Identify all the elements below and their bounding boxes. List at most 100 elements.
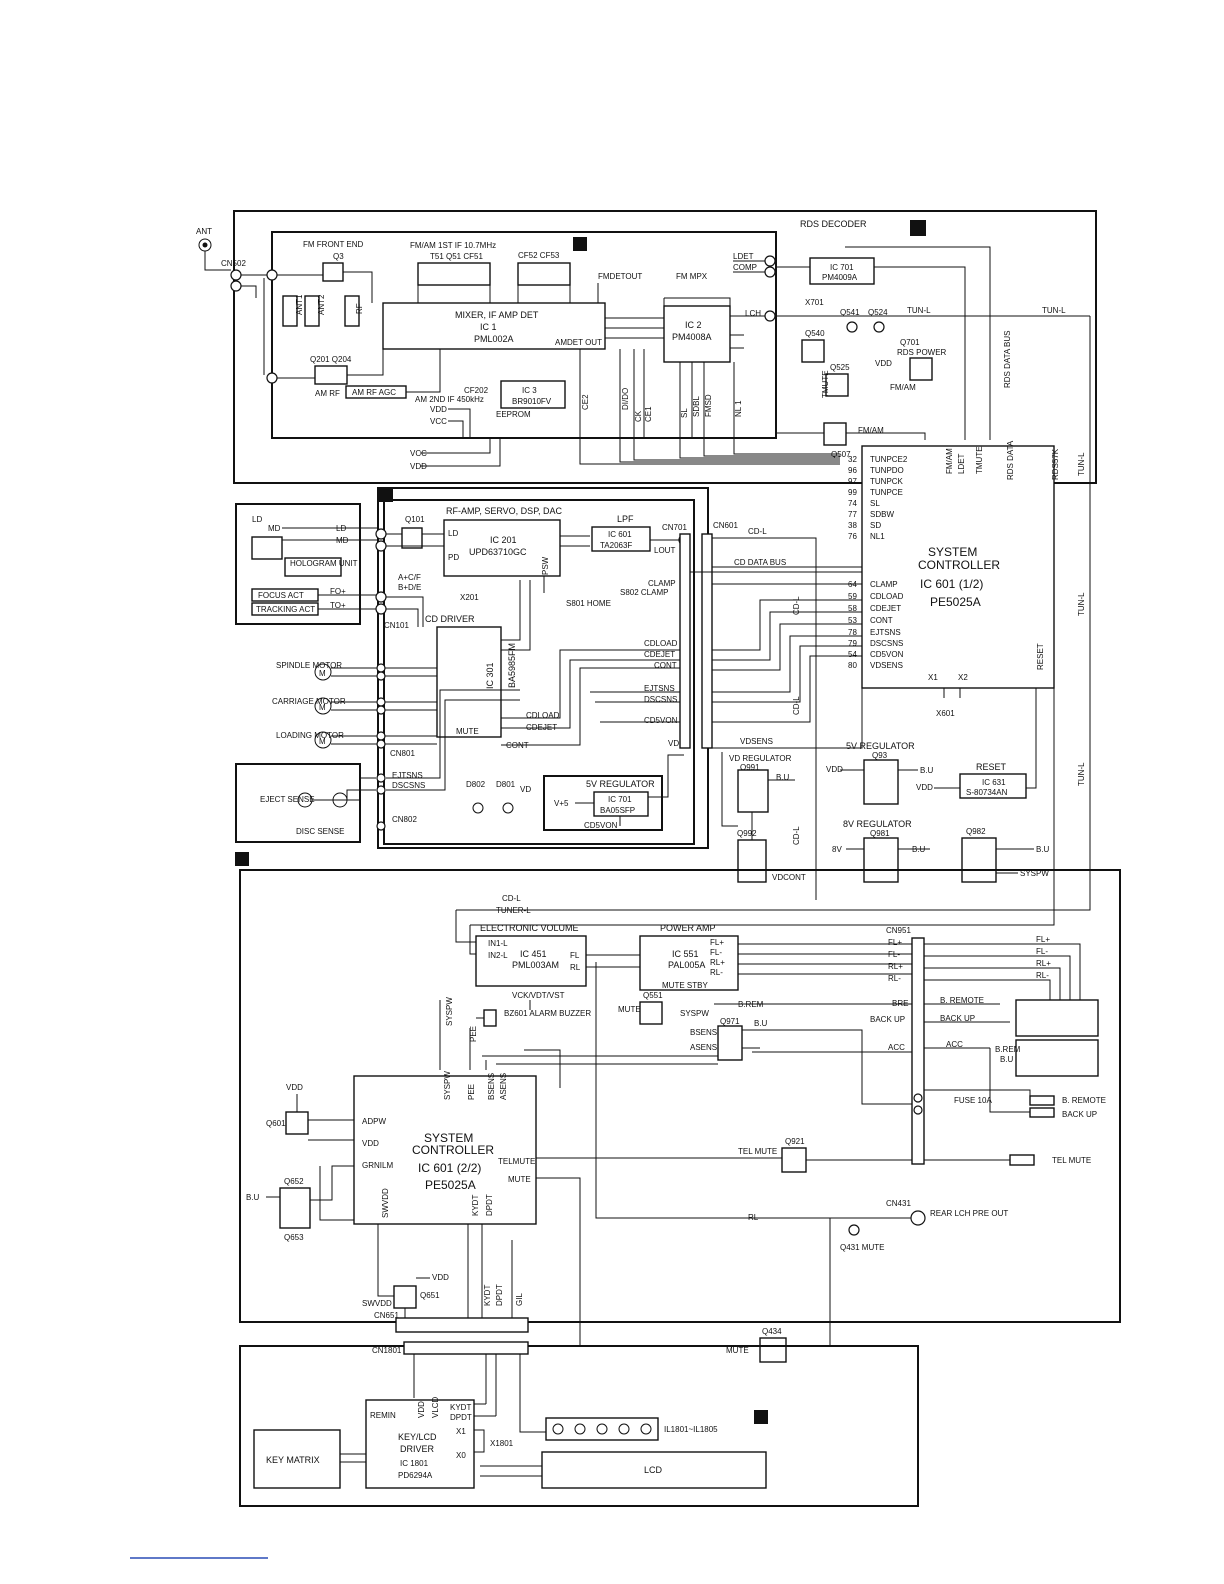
cd-l-vert-2: CD-L [792,696,801,715]
rf-amp-title: RF-AMP, SERVO, DSP, DAC [446,506,563,516]
pin-nl1: NL1 [870,532,885,541]
board-marker-cd [379,488,393,502]
ic2-block [663,305,731,363]
sc-5v-reg: 5V REGULATOR [846,741,915,751]
tuner-inner-frame [271,231,777,439]
sc1-title2: CONTROLLER [918,558,1000,572]
cd-driver-title: CD DRIVER [425,614,475,624]
vcc-label: VCC [430,417,447,426]
psw-label: PSW [541,556,550,575]
board-marker-main [235,852,249,866]
pinnum-58: 58 [848,604,857,613]
q971-label: Q971 [720,1017,740,1026]
fmdetout-label: FMDETOUT [598,272,642,281]
hologram-unit [284,557,342,577]
ic601-main [861,445,1055,689]
ic451-part: PML003AM [512,960,559,970]
x701-label: X701 [805,298,824,307]
bu-vdreg: B.U [776,773,790,782]
pa-rl-minus: RL- [710,968,723,977]
q507-label: Q507 [831,450,851,459]
sense-frame [235,763,361,843]
ejtsns-r-label: EJTSNS [644,684,675,693]
pa-title: POWER AMP [660,923,716,933]
pinnum-80: 80 [848,661,857,670]
iso-connector-a [1015,999,1099,1037]
cf-parts-label: CF52 CF53 [518,251,560,260]
back-up-wire-label: BACK UP [940,1014,975,1023]
spk-fl-minus: FL- [1036,947,1048,956]
pin-rdsdata: RDS DATA [1006,440,1015,480]
pin-sdbw: SDBW [870,510,894,519]
ldet-label: LDET [733,252,754,261]
cont-label: CONT [654,661,677,670]
cn651-dpdt: DPDT [495,1284,504,1306]
cn1801-strip [403,1341,529,1355]
board-marker-rds [910,220,926,236]
cd-section: LD MD HOLOGRAM UNIT FOCUS ACT TRACKING A… [235,487,738,849]
spindle-motor-icon [314,663,332,681]
x1801-label: X1801 [490,1439,514,1448]
clamp-label: CLAMP [648,579,676,588]
cd-5v-reg-title: 5V REGULATOR [586,779,655,789]
sc2-telmute: TELMUTE [498,1157,535,1166]
ic201-block [443,519,561,577]
ic1801-x1: X1 [456,1427,466,1436]
back-up-out: BACK UP [1062,1110,1097,1119]
ic3-block [500,380,566,409]
ce2-label: CE2 [581,394,590,410]
asens-label: ASENS [690,1043,717,1052]
ev-vck: VCK/VDT/VST [512,991,565,1000]
ic631-block [959,773,1027,799]
main-frame [239,869,1121,1323]
ic631-part: S-80734AN [966,788,1008,797]
cdejet-label: CDEJET [644,650,675,659]
s802-label: S802 CLAMP [620,588,668,597]
ejtsns-label: EJTSNS [392,771,423,780]
mixer-ic: IC 1 [480,322,497,332]
loading-motor-icon [314,731,332,749]
buzzer-label: BZ601 ALARM BUZZER [504,1009,591,1018]
pin-ejtsns: EJTSNS [870,628,901,637]
loading-label: LOADING MOTOR [276,731,344,740]
pinnum-79: 79 [848,639,857,648]
pee-label: PEE [469,1026,478,1042]
pickup-frame [235,503,361,625]
rds-ic701-part: PM4009A [822,273,858,282]
sc2-title2: CONTROLLER [412,1143,494,1157]
cd-ic701 [593,791,649,817]
lamp-icon-1 [552,1423,564,1435]
pin-tunpdo: TUNPDO [870,466,904,475]
ev-fl: FL [570,951,580,960]
pin-x2: X2 [958,673,968,682]
ic301-part: BA5985FM [507,643,517,688]
sc2-kydt: KYDT [471,1195,480,1216]
nl1-label: NL 1 [734,400,743,417]
tun-l-v2: TUN-L [1077,592,1086,616]
rds-vdd-label: VDD [875,359,892,368]
sc2-pee: PEE [467,1084,476,1100]
cd5von-r-label: CD5VON [644,716,678,725]
carriage-label: CARRIAGE MOTOR [272,697,346,706]
ce1-label: CE1 [644,406,653,422]
to-label: TO+ [330,601,346,610]
spk-fl-plus: FL+ [1036,935,1050,944]
pin-fmam: FM/AM [945,448,954,474]
remin-label: REMIN [370,1411,396,1420]
b-remote-label: B. REMOTE [940,996,984,1005]
lpf-ic-name: IC 601 [608,530,632,539]
cn651-kydt: KYDT [483,1285,492,1306]
tuner-frame [233,210,1097,484]
q653-label: Q653 [284,1233,304,1242]
fo-label: FO+ [330,587,346,596]
pin-x1: X1 [928,673,938,682]
cd-ic701-name: IC 701 [608,795,632,804]
svg-text:M: M [319,669,326,678]
ic601-part2 [353,1075,537,1225]
q540-label: Q540 [805,329,825,338]
tun-l-top: TUN-L [1042,306,1066,315]
cn651-label: CN651 [374,1311,399,1320]
ld-label: LD [252,515,262,524]
sc2-mute: MUTE [508,1175,531,1184]
ic1801-vdd: VDD [417,1401,426,1418]
